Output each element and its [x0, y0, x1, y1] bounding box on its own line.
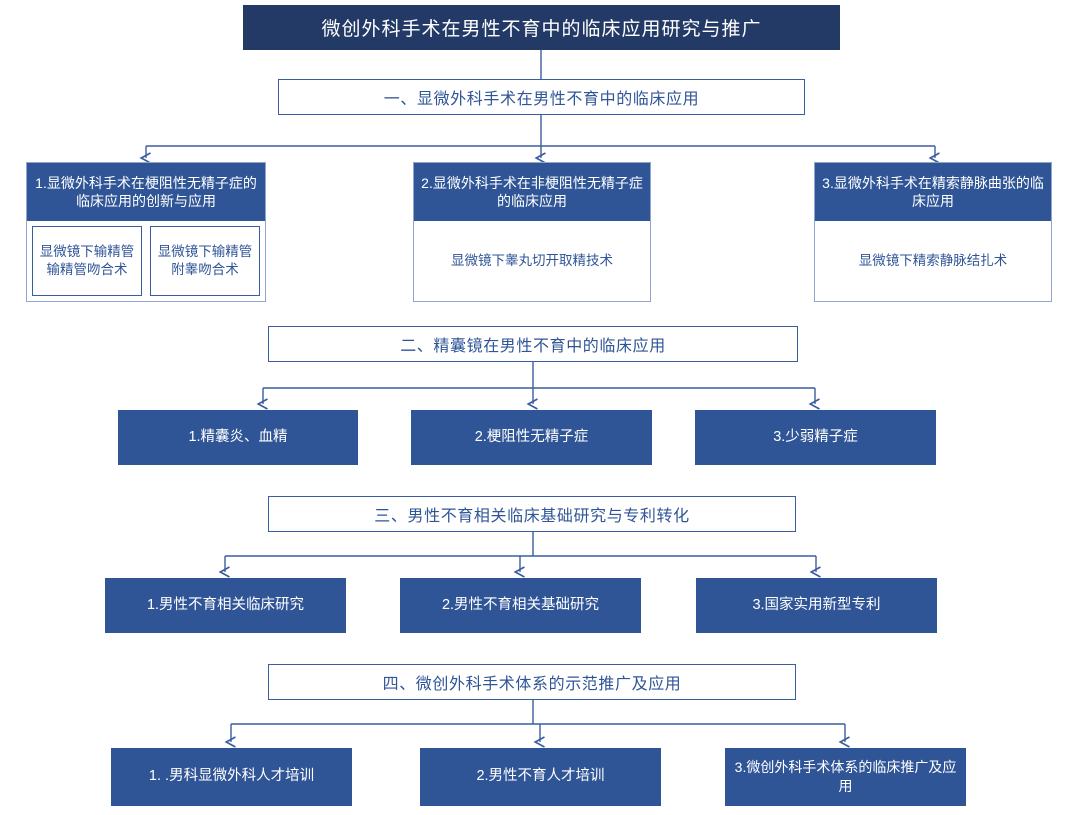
diagram-title: 微创外科手术在男性不育中的临床应用研究与推广: [243, 5, 840, 50]
node-s3-n3[interactable]: 3.国家实用新型专利: [696, 578, 937, 633]
section-header-2[interactable]: 二、精囊镜在男性不育中的临床应用: [268, 326, 798, 362]
node-s1-n3-title: 3.显微外科手术在精索静脉曲张的临床应用: [815, 163, 1051, 221]
node-s3-n2[interactable]: 2.男性不育相关基础研究: [400, 578, 641, 633]
node-s2-n2[interactable]: 2.梗阻性无精子症: [411, 410, 652, 465]
sub-box-s1-n3-c1[interactable]: 显微镜下精索静脉结扎术: [820, 226, 1046, 296]
node-s2-n1[interactable]: 1.精囊炎、血精: [118, 410, 358, 465]
node-s1-n1-title: 1.显微外科手术在梗阻性无精子症的临床应用的创新与应用: [27, 163, 265, 221]
node-s2-n3[interactable]: 3.少弱精子症: [695, 410, 936, 465]
node-s1-n1[interactable]: 1.显微外科手术在梗阻性无精子症的临床应用的创新与应用 显微镜下输精管输精管吻合…: [26, 162, 266, 302]
section-header-1[interactable]: 一、显微外科手术在男性不育中的临床应用: [278, 79, 805, 115]
node-s3-n1[interactable]: 1.男性不育相关临床研究: [105, 578, 346, 633]
node-s4-n3[interactable]: 3.微创外科手术体系的临床推广及应用: [725, 748, 966, 806]
node-s1-n2-children: 显微镜下睾丸切开取精技术: [414, 221, 650, 301]
sub-box-s1-n1-c1[interactable]: 显微镜下输精管输精管吻合术: [32, 226, 142, 296]
node-s4-n2[interactable]: 2.男性不育人才培训: [420, 748, 661, 806]
node-s1-n3[interactable]: 3.显微外科手术在精索静脉曲张的临床应用 显微镜下精索静脉结扎术: [814, 162, 1052, 302]
sub-box-s1-n2-c1[interactable]: 显微镜下睾丸切开取精技术: [419, 226, 645, 296]
node-s1-n3-children: 显微镜下精索静脉结扎术: [815, 221, 1051, 301]
section-header-3[interactable]: 三、男性不育相关临床基础研究与专利转化: [268, 496, 796, 532]
node-s4-n1[interactable]: 1. .男科显微外科人才培训: [111, 748, 352, 806]
node-s1-n2-title: 2.显微外科手术在非梗阻性无精子症的临床应用: [414, 163, 650, 221]
node-s1-n2[interactable]: 2.显微外科手术在非梗阻性无精子症的临床应用 显微镜下睾丸切开取精技术: [413, 162, 651, 302]
section-header-4[interactable]: 四、微创外科手术体系的示范推广及应用: [268, 664, 796, 700]
node-s1-n1-children: 显微镜下输精管输精管吻合术 显微镜下输精管附睾吻合术: [27, 221, 265, 301]
sub-box-s1-n1-c2[interactable]: 显微镜下输精管附睾吻合术: [150, 226, 260, 296]
